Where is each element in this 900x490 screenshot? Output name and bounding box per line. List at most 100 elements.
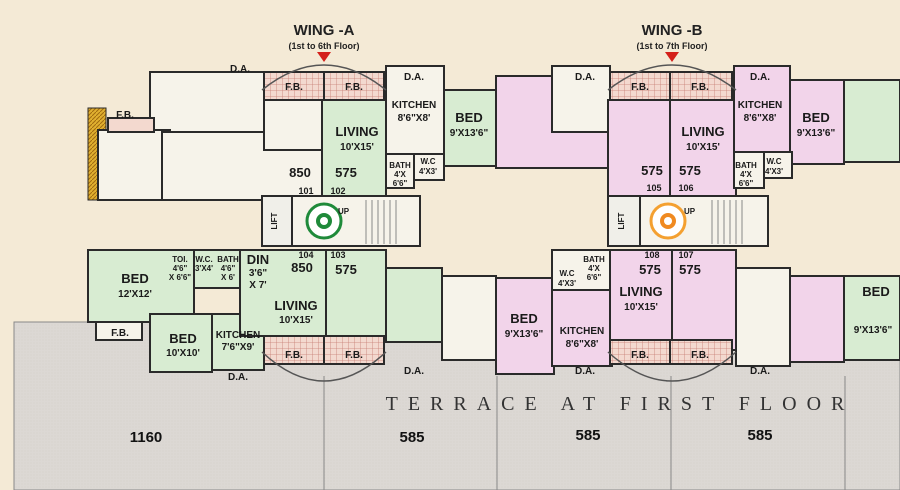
wing-b-plan — [495, 65, 900, 375]
area-575: 575 — [639, 262, 661, 277]
wing-a-marker — [317, 52, 331, 62]
staircase-compass-a — [305, 202, 343, 240]
wing-a-title: WING -A — [294, 22, 355, 39]
da-label: D.A. — [404, 72, 424, 83]
unit-number: 107 — [678, 250, 693, 260]
wc-dim: 4'X3' — [558, 279, 576, 288]
unit-number: 106 — [678, 183, 693, 193]
bath-label: BATH — [735, 161, 757, 170]
unit-number: 104 — [298, 250, 313, 260]
da-label: D.A. — [228, 372, 248, 383]
fb-label: F.B. — [691, 350, 709, 361]
wing-b-marker — [665, 52, 679, 62]
da-label: D.A. — [404, 366, 424, 377]
stair-steps — [365, 200, 743, 244]
kitchen-label: KITCHEN — [392, 100, 436, 111]
bed-label: BED — [455, 110, 482, 125]
bath-dim: 4'6" — [221, 264, 236, 273]
living-dim: 10'X15' — [279, 315, 313, 326]
kitchen-dim: 8'6"X8' — [566, 339, 599, 350]
kitchen-label: KITCHEN — [560, 326, 604, 337]
wc-label: W.C. — [195, 255, 212, 264]
fb-label: F.B. — [285, 82, 303, 93]
unit-number: 102 — [330, 186, 345, 196]
wing-b-floors: (1st to 7th Floor) — [637, 41, 708, 51]
fb-label: F.B. — [345, 82, 363, 93]
bed-label: BED — [169, 331, 196, 346]
fb-label: F.B. — [631, 350, 649, 361]
da-label: D.A. — [750, 72, 770, 83]
unit-number: 105 — [646, 183, 661, 193]
bed-dim: 10'X10' — [166, 348, 200, 359]
da-label: D.A. — [575, 366, 595, 377]
living-dim: 10'X15' — [340, 142, 374, 153]
balcony-arc — [261, 64, 387, 91]
wc-label: W.C — [766, 157, 781, 166]
stair-up-label: UP — [338, 207, 350, 216]
bath-dim: 4'X — [394, 170, 406, 179]
terrace-area-585: 585 — [399, 429, 424, 446]
fb-label: F.B. — [691, 82, 709, 93]
wc-label: W.C — [420, 157, 435, 166]
balcony-arc — [607, 351, 737, 382]
wing-a-plan — [87, 65, 497, 373]
area-575: 575 — [679, 262, 701, 277]
fb-label: F.B. — [116, 110, 134, 121]
bed-label: BED — [862, 284, 889, 299]
area-850: 850 — [291, 260, 313, 275]
toilet-dim: 4'6" — [173, 264, 188, 273]
terrace-area-1160: 1160 — [130, 429, 163, 446]
bed-label: BED — [121, 271, 148, 286]
bath-label: BATH — [389, 161, 411, 170]
bed-dim: 9'X13'6" — [505, 329, 544, 340]
unit-number: 108 — [644, 250, 659, 260]
wing-a-floors: (1st to 6th Floor) — [289, 41, 360, 51]
area-575: 575 — [335, 165, 357, 180]
living-label: LIVING — [619, 284, 662, 299]
wc-dim: 4'X3' — [419, 167, 437, 176]
bath-dim: 4'X — [740, 170, 752, 179]
dining-dim: 3'6" — [249, 268, 268, 279]
stair-up-label: UP — [684, 207, 696, 216]
area-575: 575 — [679, 163, 701, 178]
living-label: LIVING — [274, 298, 317, 313]
bath-label: BATH — [217, 255, 239, 264]
da-label: D.A. — [230, 64, 250, 75]
wc-dim: 4'X3' — [765, 167, 783, 176]
fb-label: F.B. — [111, 328, 129, 339]
fb-label: F.B. — [631, 82, 649, 93]
lift-label: LIFT — [270, 212, 279, 229]
toilet-label: TOI. — [172, 255, 187, 264]
terrace-area-585: 585 — [575, 427, 600, 444]
bath-dim: 6'6" — [739, 179, 754, 188]
terrace-area-585: 585 — [747, 427, 772, 444]
wc-label: W.C — [559, 269, 574, 278]
toilet-dim: X 6'6" — [169, 273, 191, 282]
bed-dim: 9'X13'6" — [797, 128, 836, 139]
bath-dim: X 6' — [221, 273, 235, 282]
da-label: D.A. — [575, 72, 595, 83]
wc-dim: 3'X4' — [195, 264, 213, 273]
bath-dim: 6'6" — [393, 179, 408, 188]
bath-label: BATH — [583, 255, 605, 264]
staircase-compass-b — [649, 202, 687, 240]
area-850: 850 — [289, 165, 311, 180]
kitchen-dim: 7'6"X9' — [222, 342, 255, 353]
lift-label: LIFT — [617, 212, 626, 229]
wing-b-title: WING -B — [642, 22, 703, 39]
bed-dim: 12'X12' — [118, 289, 152, 300]
kitchen-dim: 8'6"X8' — [398, 113, 431, 124]
bed-label: BED — [802, 110, 829, 125]
terrace-title: TERRACE AT FIRST FLOOR — [386, 393, 855, 415]
living-label: LIVING — [681, 124, 724, 139]
balcony-arc — [261, 351, 387, 382]
living-dim: 10'X15' — [624, 302, 658, 313]
kitchen-dim: 8'6"X8' — [744, 113, 777, 124]
unit-number: 103 — [330, 250, 345, 260]
kitchen-label: KITCHEN — [738, 100, 782, 111]
living-label: LIVING — [335, 124, 378, 139]
fb-label: F.B. — [285, 350, 303, 361]
area-575: 575 — [335, 262, 357, 277]
bed-dim: 9'X13'6" — [854, 325, 893, 336]
